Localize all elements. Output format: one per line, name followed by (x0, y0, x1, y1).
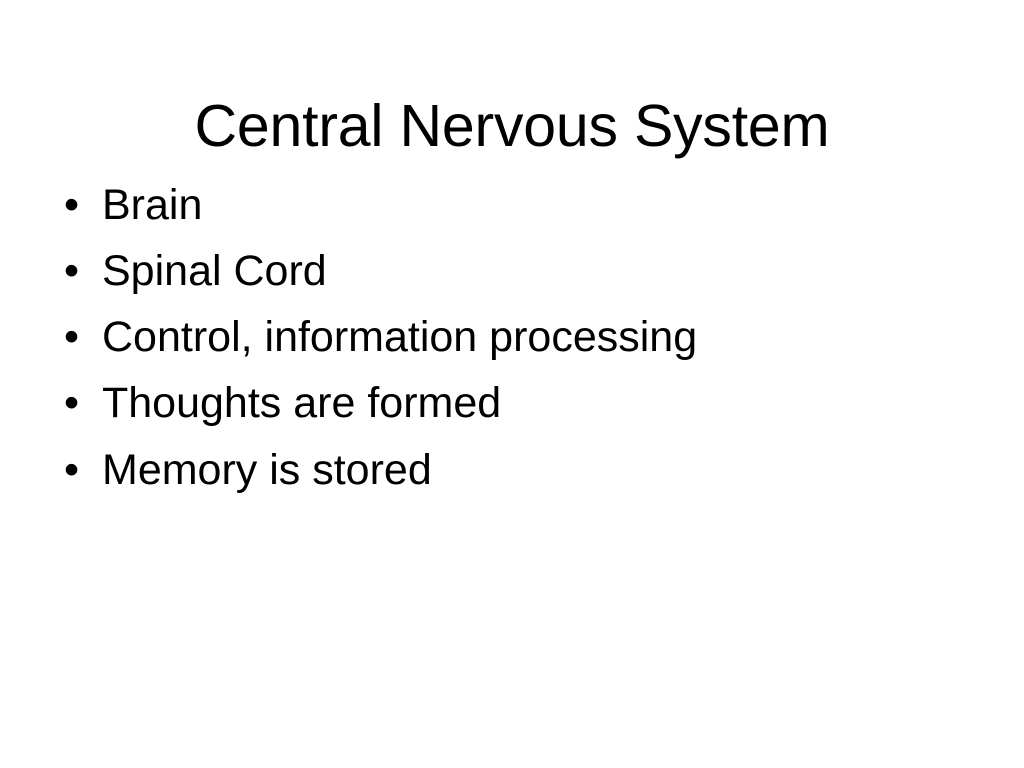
list-item-label: Brain (102, 181, 203, 229)
bullet-dot-icon: • (64, 379, 80, 428)
bullet-dot-icon: • (64, 445, 80, 494)
list-item-label: Control, information processing (102, 313, 698, 362)
slide-body: • Brain • Spinal Cord • Control, informa… (56, 181, 956, 494)
list-item: • Brain (56, 181, 956, 229)
bullet-dot-icon: • (64, 247, 80, 296)
page-title: Central Nervous System (194, 92, 830, 159)
list-item: • Thoughts are formed (56, 381, 956, 426)
list-item: • Spinal Cord (56, 247, 956, 296)
bullet-dot-icon: • (64, 313, 80, 362)
list-item: • Control, information processing (56, 315, 956, 360)
bullet-list: • Brain • Spinal Cord • Control, informa… (56, 181, 956, 494)
list-item: • Memory is stored (56, 445, 956, 494)
list-item-label: Memory is stored (102, 445, 432, 494)
list-item-label: Spinal Cord (102, 247, 327, 296)
list-item-label: Thoughts are formed (102, 379, 502, 428)
bullet-dot-icon: • (64, 181, 80, 229)
